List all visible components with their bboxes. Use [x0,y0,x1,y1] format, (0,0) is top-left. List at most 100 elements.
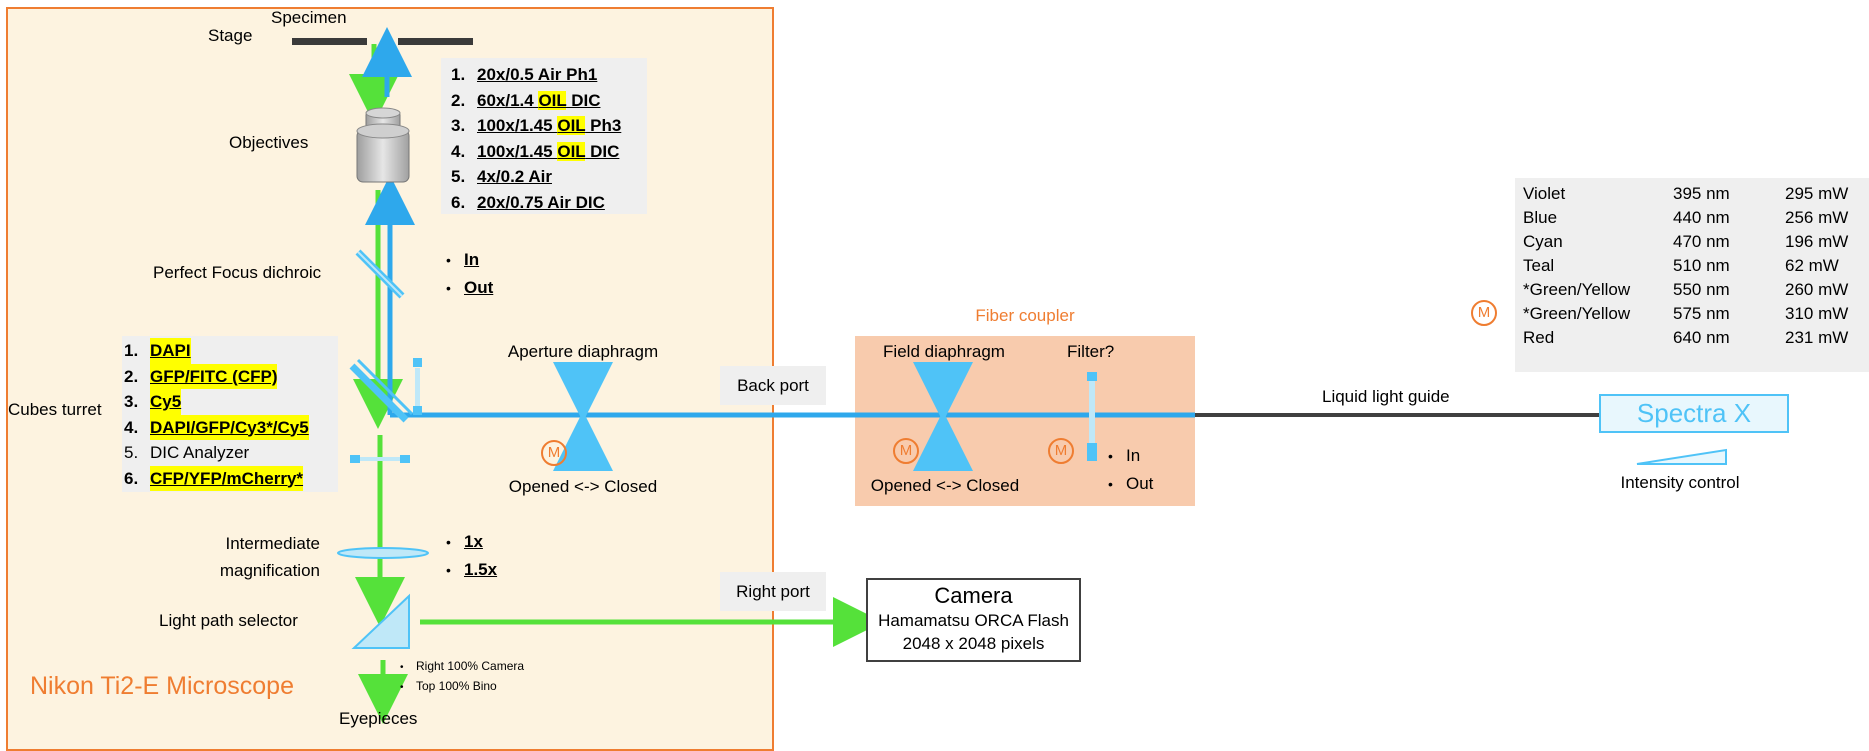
objective-item[interactable]: 4. 100x/1.45 OIL DIC [451,139,621,165]
spectra-line-row: Violet 395 nm 295 mW [1523,182,1865,206]
cube-item[interactable]: 2.GFP/FITC (CFP) [124,363,309,389]
spectra-line-wavelength: 550 nm [1673,280,1730,299]
objective-item[interactable]: 2. 60x/1.4 OIL DIC [451,88,621,114]
aperture-state: Opened <-> Closed [508,477,658,496]
objective-label: 60x/1.4 OIL DIC [477,88,600,114]
field-diaphragm-label: Field diaphragm [883,342,1005,361]
eyepieces-label: Eyepieces [339,709,418,728]
objective-label-part: OIL [557,116,586,135]
spectra-line-color: Teal [1523,256,1555,275]
back-port-label: Back port [720,366,826,405]
stage-label: Stage [208,26,253,45]
cube-item[interactable]: 6.CFP/YFP/mCherry* [124,465,309,491]
camera-box: Camera Hamamatsu ORCA Flash 2048 x 2048 … [866,578,1081,662]
aperture-label: Aperture diaphragm [507,342,659,361]
cube-number: 2. [124,366,139,386]
objective-label-part: 4x/0.2 Air [477,167,552,186]
objectives-panel [441,58,647,214]
light-path-option-bino[interactable]: Top 100% Bino [400,677,524,697]
spectra-line-color: Blue [1523,208,1558,227]
light-path-label: Light path selector [159,611,298,630]
stage-right-bar [398,38,473,45]
pfs-dichroic-mirror [355,249,405,299]
spectra-line-power: 310 mW [1785,304,1849,323]
spectra-line-power: 196 mW [1785,232,1849,251]
cube-item[interactable]: 1.DAPI [124,338,309,364]
objective-label-part: Ph3 [585,116,622,135]
intermediate-label: Intermediate magnification [219,534,320,580]
spectra-line-wavelength: 470 nm [1673,232,1730,251]
cubes-turret-label: Cubes turret [8,400,102,419]
pfs-options: In Out [446,246,493,302]
cube-number: 6. [124,468,139,488]
spectra-line-wavelength: 440 nm [1673,208,1730,227]
cube-item[interactable]: 4.DAPI/GFP/Cy3*/Cy5 [124,414,309,440]
intermediate-option-1x[interactable]: 1x [446,528,497,556]
spectra-line-power: 295 mW [1785,184,1849,203]
source-motor-icon: M [1471,300,1497,326]
objective-number: 6. [451,192,466,212]
pfs-option-in[interactable]: In [446,246,493,274]
objective-label-part: OIL [557,141,586,161]
spectra-lines-table: Violet 395 nm 295 mW Blue 440 nm 256 mW Cyan 47… [1515,178,1869,372]
microscope-title: Nikon Ti2-E Microscope [30,672,294,700]
objective-number: 4. [451,141,466,161]
objective-label: 20x/0.75 Air DIC [477,190,605,216]
objective-icon [356,107,410,183]
objective-label: 4x/0.2 Air [477,164,552,190]
spectra-line-wavelength: 640 nm [1673,328,1730,347]
objective-label-part: 100x/1.45 [477,116,558,135]
objective-label-part: DIC [566,90,601,110]
spectra-line-color: Violet [1523,184,1566,203]
light-path-prism [351,593,410,649]
aperture-motor-icon: M [541,440,567,466]
camera-resolution: 2048 x 2048 pixels [902,634,1045,653]
spectra-line-color: Red [1523,328,1555,347]
intermediate-lens [337,547,429,559]
objective-label-part: 100x/1.45 [477,141,558,161]
light-path-option-camera[interactable]: Right 100% Camera [400,657,524,677]
objective-number: 2. [451,90,466,110]
objective-item[interactable]: 3. 100x/1.45 OIL Ph3 [451,113,621,139]
objective-label-part: 20x/0.5 Air Ph1 [477,65,598,84]
spectra-line-power: 256 mW [1785,208,1849,227]
objective-item[interactable]: 6. 20x/0.75 Air DIC [451,190,621,216]
objective-item[interactable]: 1.20x/0.5 Air Ph1 [451,62,621,88]
intermediate-options: 1x 1.5x [446,528,497,584]
emission-path [349,44,883,724]
spectra-x-box: Spectra X [1599,394,1789,433]
spectra-line-color: Cyan [1523,232,1563,251]
light-guide-label: Liquid light guide [1322,387,1450,406]
objective-item[interactable]: 5.4x/0.2 Air [451,164,621,190]
objective-number: 3. [451,116,466,135]
cube-item[interactable]: 5. DIC Analyzer [124,440,309,466]
spectra-line-row: Red 640 nm 231 mW [1523,326,1865,350]
spectra-line-wavelength: 510 nm [1673,256,1730,275]
intensity-wedge-icon [1636,448,1727,465]
camera-model: Hamamatsu ORCA Flash [878,611,1069,630]
pfs-option-out[interactable]: Out [446,274,493,302]
filter-label: Filter? [1067,342,1115,361]
spectra-line-power: 231 mW [1785,328,1849,347]
intermediate-option-1-5x[interactable]: 1.5x [446,556,497,584]
objective-label-part: OIL [538,90,567,110]
cube-number: 3. [124,392,139,411]
field-state: Opened <-> Closed [870,476,1020,495]
cube-number: 5. [124,443,139,462]
spectra-line-wavelength: 395 nm [1673,184,1730,203]
objective-label-part: DIC [585,141,620,161]
filter-option-in[interactable]: In [1108,442,1153,470]
specimen-label: Specimen [271,8,347,27]
objective-label-part: 60x/1.4 [477,90,539,110]
cube-label: DIC Analyzer [150,443,250,462]
objectives-label: Objectives [229,133,309,152]
spectra-line-power: 260 mW [1785,280,1849,299]
filter-option-out[interactable]: Out [1108,470,1153,498]
intensity-control-label: Intensity control [1620,473,1740,492]
cube-item[interactable]: 3.Cy5 [124,389,309,415]
stage-left-bar [292,38,367,45]
